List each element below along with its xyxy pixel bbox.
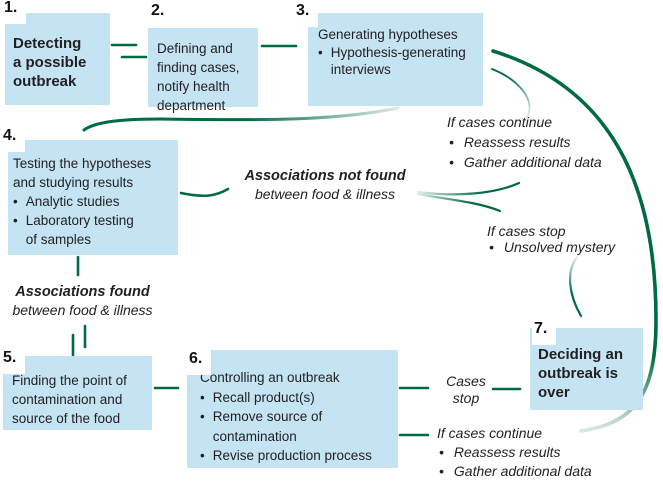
associations-found-heading: Associations found	[15, 284, 150, 300]
if-cases-stop-bullet-unsolved: • Unsolved mystery	[489, 239, 616, 255]
step-3-title: Generating hypotheses	[318, 27, 458, 42]
if-cases-continue-top-bullet-gather: • Gather additional data	[449, 154, 602, 170]
step-4-title: Testing the hypotheses and studying resu…	[13, 156, 152, 190]
step-5-number: 5.	[1, 349, 26, 374]
arrow-if-cases-continue-to-step3	[491, 68, 531, 120]
step-1-number: 1.	[2, 0, 27, 24]
step-2-title: Defining and finding cases, notify healt…	[157, 41, 240, 113]
arrow-step3-to-step4-curve	[82, 106, 400, 132]
step-6-box: Controlling an outbreak • Recall product…	[187, 350, 398, 468]
step-3-number: 3.	[294, 2, 319, 27]
step-7-number: 7.	[532, 320, 557, 345]
step-5-title: Finding the point of contamination and s…	[12, 373, 127, 426]
if-cases-continue-top-note: If cases continue • Reassess results • G…	[447, 112, 602, 172]
bullet-icon: •	[200, 409, 205, 424]
step-7-box: Deciding an outbreak is over	[530, 328, 643, 410]
step-4-box: Testing the hypotheses and studying resu…	[8, 140, 178, 255]
step-4-bullet-laboratory: • Laboratory testing of samples	[13, 213, 134, 247]
associations-not-found-note: Associations not found between food & il…	[230, 167, 420, 203]
step-6-bullet-recall: • Recall product(s)	[200, 388, 398, 408]
if-cases-continue-top-bullet-reassess: • Reassess results	[449, 134, 571, 150]
if-cases-continue-bottom-heading: If cases continue	[437, 425, 543, 441]
cases-stop-note: Cases stop	[438, 373, 494, 407]
associations-not-found-subtext: between food & illness	[254, 186, 396, 202]
step-6-title: Controlling an outbreak	[200, 370, 340, 385]
arrow-fork-to-if-cases-continue	[416, 181, 521, 196]
bullet-icon: •	[449, 134, 454, 150]
step-3-bullet-interviews: • Hypothesis-generating interviews	[318, 44, 466, 78]
if-cases-stop-note: If cases stop • Unsolved mystery	[487, 223, 615, 255]
bullet-icon: •	[13, 213, 18, 228]
arrow-unsolved-mystery-to-step7	[569, 255, 583, 318]
bullet-icon: •	[449, 154, 454, 170]
step-2-number: 2.	[149, 2, 174, 27]
step-1-title: Detecting a possible outbreak	[13, 35, 87, 90]
cases-stop-label: Cases stop	[446, 373, 486, 406]
step-6-number: 6.	[187, 350, 212, 375]
arrow-fork-to-if-cases-stop	[416, 192, 502, 213]
bullet-icon: •	[489, 239, 494, 255]
if-cases-continue-bottom-note: If cases continue • Reassess results • G…	[437, 424, 592, 481]
if-cases-continue-top-heading: If cases continue	[447, 114, 553, 130]
step-6-bullet-remove: • Remove source of contamination	[200, 407, 398, 446]
bullet-icon: •	[200, 389, 205, 405]
step-5-box: Finding the point of contamination and s…	[3, 356, 152, 430]
if-cases-stop-heading: If cases stop	[487, 223, 566, 239]
bullet-icon: •	[439, 463, 444, 479]
arrow-step4-to-associations-not-found	[179, 187, 230, 198]
bullet-icon: •	[439, 444, 444, 460]
step-7-title: Deciding an outbreak is over	[538, 346, 624, 401]
step-1-box: Detecting a possible outbreak	[5, 13, 110, 105]
step-4-number: 4.	[1, 127, 26, 152]
step-3-box: Generating hypotheses • Hypothesis-gener…	[308, 13, 483, 106]
bullet-icon: •	[318, 44, 323, 60]
associations-found-subtext: between food & illness	[12, 302, 153, 318]
step-6-bullet-revise: • Revise production process	[200, 446, 398, 466]
if-cases-continue-bottom-bullet-reassess: • Reassess results	[439, 444, 561, 460]
step-4-bullet-analytic: • Analytic studies	[13, 194, 120, 209]
if-cases-continue-bottom-bullet-gather: • Gather additional data	[439, 463, 592, 479]
bullet-icon: •	[13, 194, 18, 209]
associations-found-note: Associations found between food & illnes…	[0, 283, 165, 319]
step-2-box: Defining and finding cases, notify healt…	[148, 28, 258, 113]
bullet-icon: •	[200, 448, 205, 463]
associations-not-found-heading: Associations not found	[244, 168, 406, 184]
